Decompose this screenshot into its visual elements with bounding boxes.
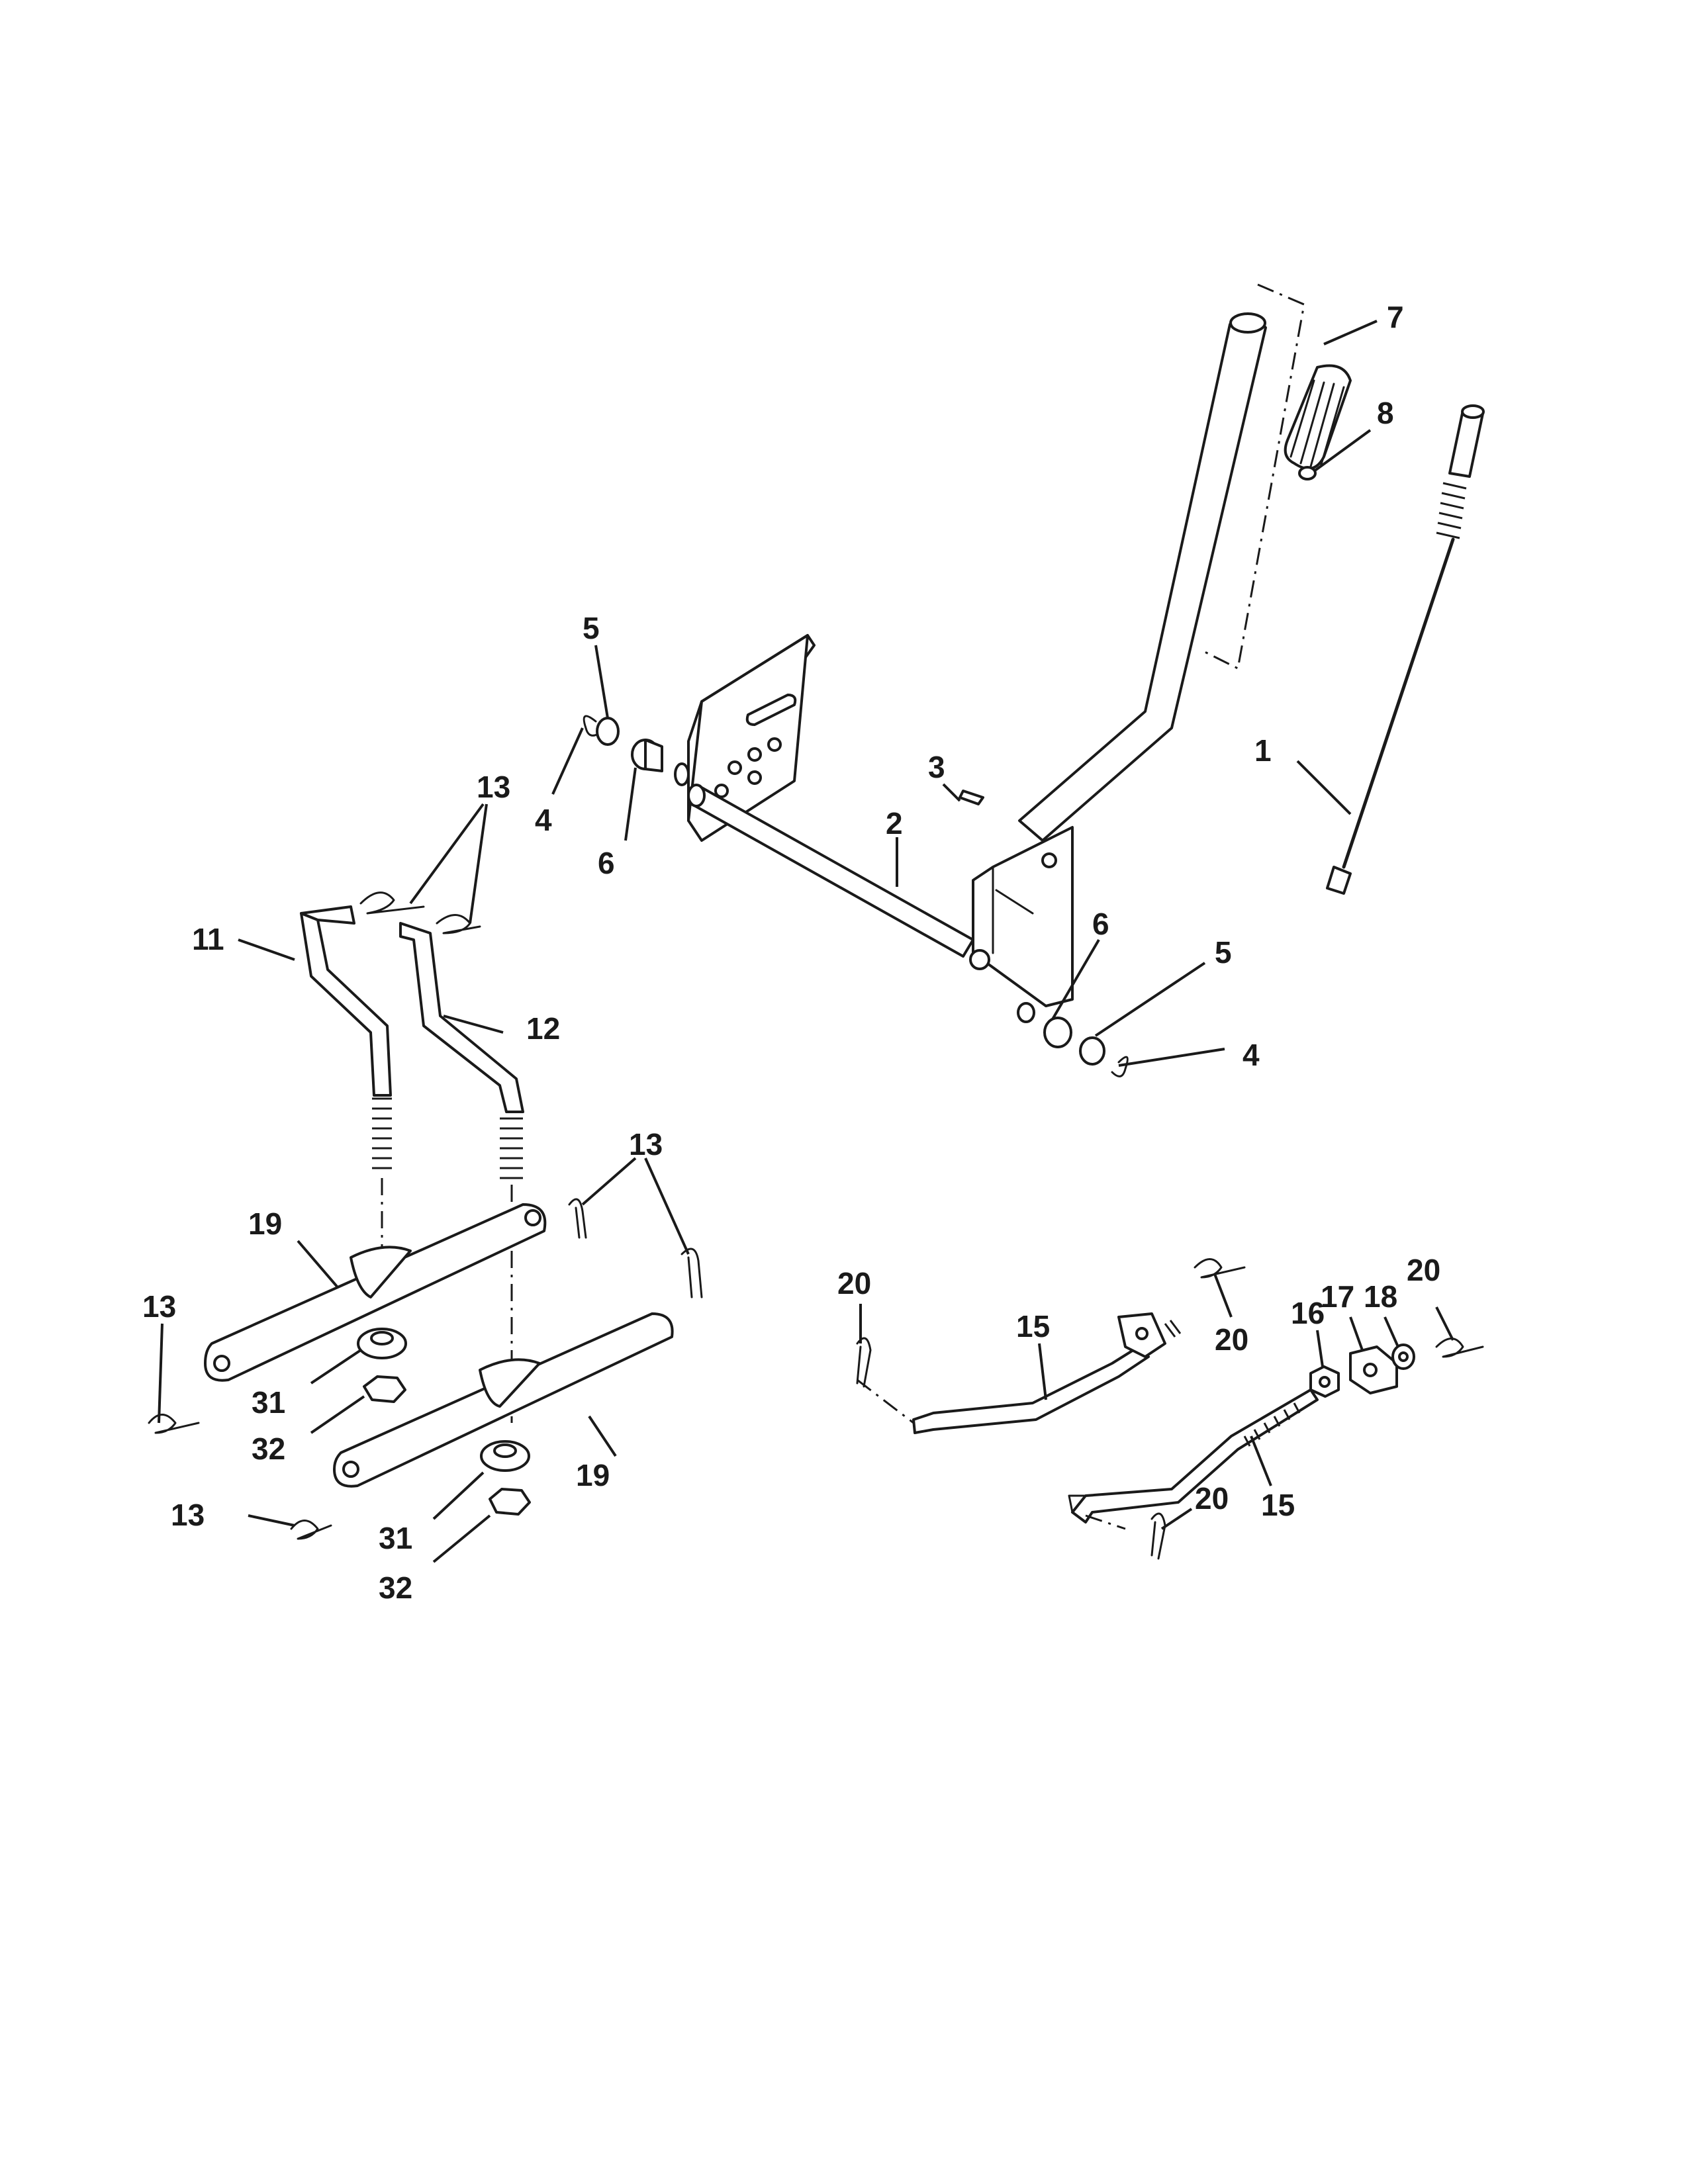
callout-19: 19 bbox=[248, 1206, 282, 1241]
callout-31: 31 bbox=[252, 1385, 285, 1420]
callout-4: 4 bbox=[1243, 1038, 1260, 1072]
adjust-rod-lower bbox=[1068, 1388, 1319, 1524]
adjust-rod-upper bbox=[912, 1312, 1182, 1434]
callout-32: 32 bbox=[252, 1432, 285, 1466]
rod-centerline-lower bbox=[1085, 1514, 1126, 1530]
hairpin-clips-13 bbox=[148, 891, 703, 1540]
nut-32-upper bbox=[363, 1375, 406, 1403]
lift-link-12 bbox=[399, 922, 524, 1179]
handle-grip bbox=[1284, 364, 1352, 470]
callout-15: 15 bbox=[1261, 1488, 1295, 1522]
lift-link-11 bbox=[300, 905, 392, 1169]
lift-cable bbox=[1326, 404, 1485, 895]
callout-13: 13 bbox=[477, 770, 510, 804]
callout-7: 7 bbox=[1387, 300, 1404, 334]
callout-20: 20 bbox=[837, 1266, 871, 1300]
lift-lever bbox=[969, 312, 1267, 1007]
callout-20: 20 bbox=[1195, 1481, 1229, 1516]
callout-12: 12 bbox=[526, 1011, 560, 1046]
callout-19: 19 bbox=[576, 1458, 610, 1492]
spacer-31-upper bbox=[357, 1328, 407, 1359]
callout-13: 13 bbox=[142, 1289, 176, 1324]
callout-15: 15 bbox=[1016, 1309, 1050, 1343]
callout-16: 16 bbox=[1291, 1296, 1325, 1330]
rod-centerline bbox=[857, 1379, 914, 1424]
nut-16 bbox=[1309, 1365, 1340, 1398]
callout-31: 31 bbox=[379, 1521, 412, 1555]
callout-2: 2 bbox=[886, 806, 903, 841]
callout-4: 4 bbox=[535, 803, 552, 837]
callout-5: 5 bbox=[1215, 935, 1232, 970]
hairpin-clips-20 bbox=[856, 1258, 1484, 1560]
callout-3: 3 bbox=[928, 750, 945, 784]
lift-arm-lower bbox=[333, 1312, 674, 1488]
lift-arm-upper bbox=[204, 1203, 547, 1382]
callout-32: 32 bbox=[379, 1570, 412, 1605]
callout-18: 18 bbox=[1364, 1279, 1397, 1314]
bolt-18 bbox=[1391, 1343, 1415, 1370]
callout-8: 8 bbox=[1377, 396, 1394, 430]
nut-32-lower bbox=[489, 1488, 531, 1516]
callout-13: 13 bbox=[171, 1498, 205, 1532]
cross-shaft bbox=[687, 784, 974, 958]
callout-13: 13 bbox=[629, 1127, 663, 1161]
callout-11: 11 bbox=[192, 922, 224, 956]
block-17 bbox=[1349, 1345, 1398, 1394]
callout-5: 5 bbox=[583, 611, 600, 645]
roll-pin bbox=[959, 790, 984, 805]
callout-20: 20 bbox=[1215, 1322, 1248, 1357]
callout-labels: 1 2 3 4 4 5 5 6 6 7 8 11 12 13 13 13 13 … bbox=[142, 300, 1440, 1605]
leader-lines bbox=[158, 320, 1454, 1563]
callout-6: 6 bbox=[1092, 907, 1109, 941]
right-shaft-hardware bbox=[1017, 1002, 1129, 1077]
mounting-plate bbox=[687, 634, 816, 842]
left-shaft-hardware bbox=[583, 715, 690, 786]
spacer-31-lower bbox=[480, 1440, 530, 1472]
callout-17: 17 bbox=[1321, 1279, 1354, 1314]
callout-20: 20 bbox=[1407, 1253, 1440, 1287]
callout-6: 6 bbox=[598, 846, 615, 880]
grip-washer bbox=[1298, 466, 1317, 480]
grip-phantom-outline bbox=[1204, 283, 1305, 670]
callout-1: 1 bbox=[1254, 733, 1272, 768]
